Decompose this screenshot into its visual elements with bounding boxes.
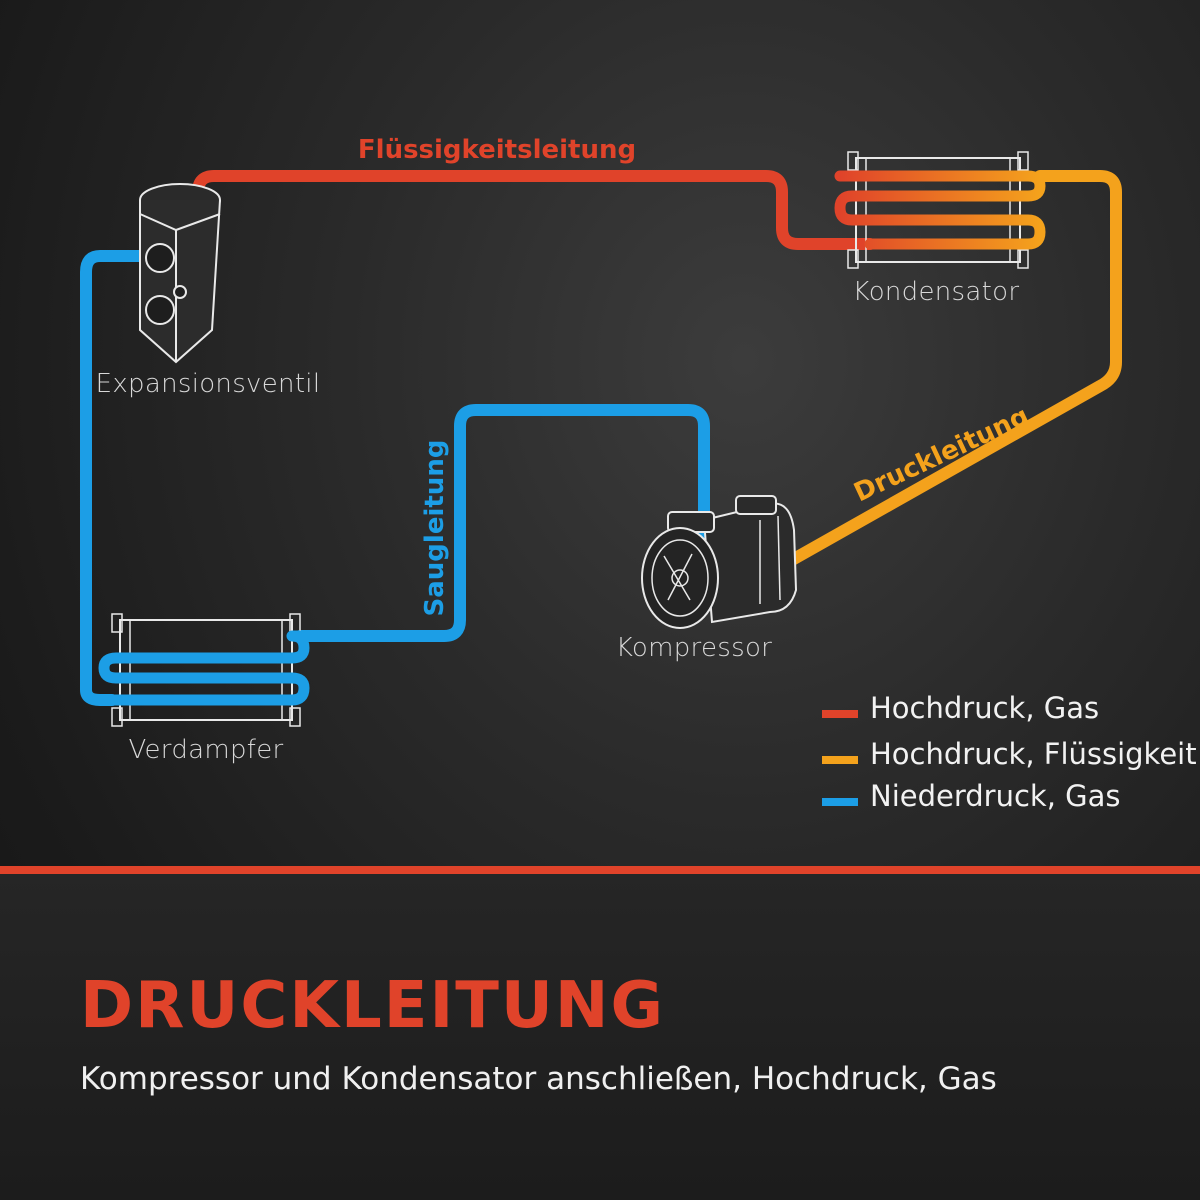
condenser-label: Kondensator: [853, 277, 1020, 307]
footer-panel: DRUCKLEITUNG Kompressor und Kondensator …: [0, 866, 1200, 1200]
footer-accent-rule: [0, 866, 1200, 874]
legend-swatch-high-gas: [822, 710, 858, 718]
condenser-coil: [834, 170, 1046, 250]
condenser: Kondensator: [834, 151, 1046, 307]
liquid-line-label: Flüssigkeitsleitung: [358, 135, 636, 165]
pressure-line-label: Druckleitung: [850, 401, 1034, 508]
legend-swatch-low-gas: [822, 798, 858, 806]
evaporator: Verdampfer: [98, 613, 310, 765]
legend-item-low-gas: Niederdruck, Gas: [870, 779, 1121, 813]
suction-line-pipe: [294, 404, 710, 642]
compressor-label: Kompressor: [616, 633, 772, 663]
legend-item-high-gas: Hochdruck, Gas: [870, 691, 1099, 725]
headline: DRUCKLEITUNG: [80, 969, 665, 1043]
subline: Kompressor und Kondensator anschließen, …: [80, 1061, 997, 1097]
evaporator-label: Verdampfer: [128, 735, 283, 765]
ac-circuit-diagram: Kondensator Expansionsventil Verdampfer: [80, 135, 1197, 813]
liquid-line-pipe: [192, 170, 876, 250]
expansion-valve: Expansionsventil: [96, 183, 321, 399]
compressor: Kompressor: [616, 495, 798, 663]
evaporator-feed-pipe: [80, 250, 146, 706]
suction-line-label: Saugleitung: [420, 440, 450, 617]
expansion-valve-label: Expansionsventil: [96, 369, 321, 399]
pressure-line-pipe: [786, 170, 1122, 566]
legend-item-high-liquid: Hochdruck, Flüssigkeit: [870, 737, 1197, 771]
legend-swatch-high-liquid: [822, 756, 858, 764]
legend: Hochdruck, Gas Hochdruck, Flüssigkeit Ni…: [822, 691, 1197, 813]
evaporator-coil: [98, 630, 310, 706]
